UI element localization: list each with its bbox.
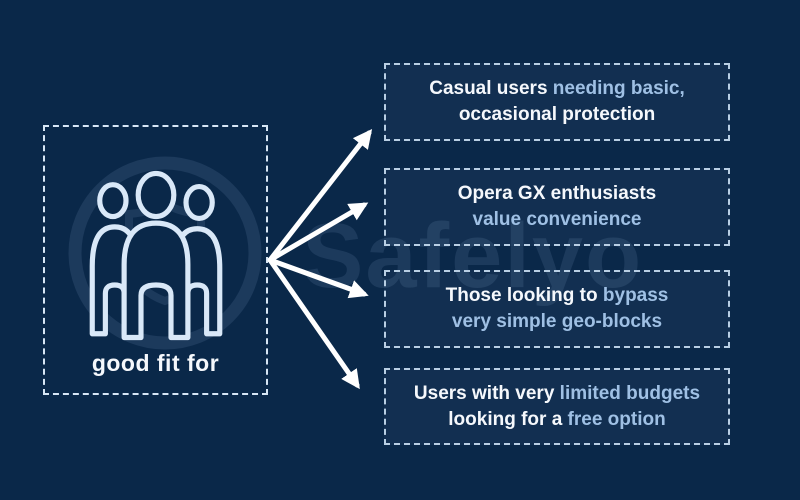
target-card-geo-blocks: Those looking to bypass very simple geo-… [384, 270, 730, 348]
people-group-icon [89, 170, 223, 341]
arrow-to-card-2 [267, 202, 369, 263]
card-text-segment-highlight: value convenience [472, 209, 642, 230]
arrow-to-card-1 [267, 129, 373, 263]
card-line: occasional protection [459, 102, 655, 128]
card-text-segment-highlight: limited budgets [559, 382, 701, 404]
card-line: Opera GX enthusiasts [458, 181, 657, 207]
card-line: Casual users needing basic, [429, 76, 685, 102]
card-line: very simple geo-blocks [452, 309, 662, 335]
target-card-limited-budgets: Users with very limited budgets looking … [384, 368, 730, 445]
card-text-segment-highlight: needing basic, [552, 78, 685, 99]
arrow-to-card-3 [267, 257, 369, 299]
card-text-segment-highlight: free option [567, 408, 666, 430]
card-text-segment-highlight: bypass [602, 285, 669, 306]
card-line: value convenience [473, 207, 642, 233]
card-text-segment: looking for a [448, 408, 568, 430]
card-text-segment-highlight: very simple geo-blocks [451, 311, 663, 332]
card-text-segment: Those looking to [445, 285, 603, 306]
arrow-to-card-4 [267, 257, 360, 390]
card-line: Users with very limited budgets [414, 381, 700, 407]
card-line: Those looking to bypass [446, 283, 669, 309]
card-text-segment: occasional protection [458, 104, 656, 125]
card-text-segment: Opera GX enthusiasts [457, 183, 657, 204]
card-text-segment: Users with very [413, 382, 560, 404]
source-card: good fit for [43, 125, 268, 395]
card-line: looking for a free option [448, 407, 665, 433]
target-card-casual-users: Casual users needing basic, occasional p… [384, 63, 730, 141]
target-card-opera-gx: Opera GX enthusiasts value convenience [384, 168, 730, 246]
source-label: good fit for [91, 350, 220, 376]
card-text-segment: Casual users [429, 78, 553, 99]
